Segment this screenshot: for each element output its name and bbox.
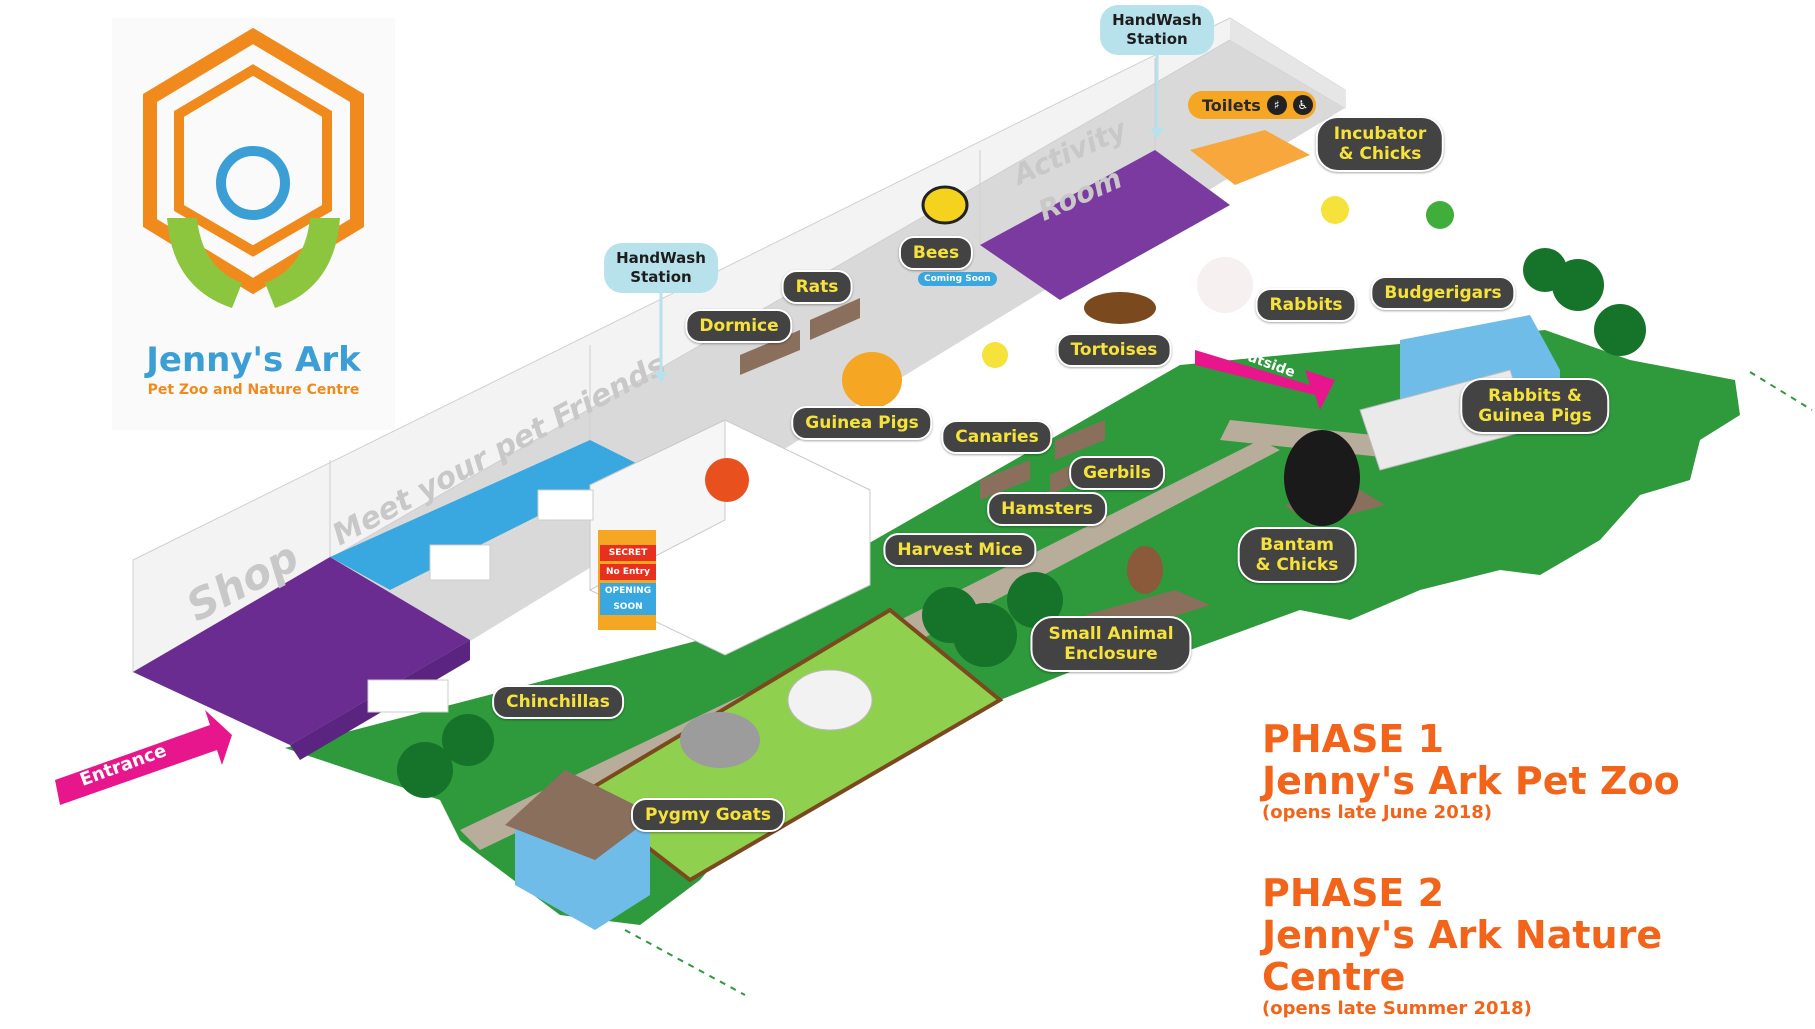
walkway [900,440,1280,640]
meet-room-floor [330,440,640,590]
rabbit-icon [1197,257,1253,313]
phase-2-note: (opens late Summer 2018) [1262,998,1532,1019]
label-chinchillas: Chinchillas [492,685,624,719]
label-rabbits-guinea-pigs: Rabbits & Guinea Pigs [1460,378,1610,434]
label-pygmy-goats: Pygmy Goats [630,798,786,832]
secret-line1: SECRET [600,545,656,561]
logo-card: Jenny's Ark Pet Zoo and Nature Centre [112,18,395,430]
label-rabbits: Rabbits [1255,288,1357,322]
snake-icon [705,458,749,502]
label-tortoises: Tortoises [1056,333,1172,367]
budgie-icon [1426,201,1454,229]
logo-title: Jenny's Ark [146,340,361,380]
phase-1-block: PHASE 1 Jenny's Ark Pet Zoo (opens late … [1262,718,1680,824]
chick-icon [1321,196,1349,224]
accessible-icon: ♿ [1292,95,1313,115]
label-bees: Bees [898,236,974,270]
activity-room-floor [980,150,1230,300]
canary-icon [982,342,1008,368]
toilets-floor [1190,130,1310,185]
label-dormice: Dormice [685,309,793,343]
secret-line3: OPENING SOON [600,583,656,615]
toilets-icon: ♯ [1266,95,1287,115]
label-incubator-line2: & Chicks [1338,144,1422,164]
entrance-arrow-shape [55,710,232,805]
shop-floor [133,557,470,745]
guinea-pig-icon [842,352,902,408]
label-incubator-line1: Incubator [1333,124,1427,144]
label-rats: Rats [781,270,853,304]
label-budgerigars: Budgerigars [1370,276,1516,310]
phase-2-block: PHASE 2 Jenny's Ark Nature Centre (opens… [1262,872,1815,1020]
label-gerbils: Gerbils [1069,456,1165,490]
phase-2-title: PHASE 2 [1262,871,1445,915]
label-bantam-line2: & Chicks [1255,555,1339,575]
toilets-label: Toilets ♯ ♿ [1188,91,1316,119]
goat-grey-icon [680,712,760,768]
label-small-line2: Enclosure [1064,644,1158,664]
handwash-line2: Station [630,268,692,286]
label-canaries: Canaries [941,420,1053,454]
hamster-icon [1127,546,1163,594]
logo-hex-icon [143,27,364,308]
label-harvest-mice: Harvest Mice [883,533,1037,567]
phase-1-title: PHASE 1 [1262,717,1445,761]
handwash-station-label: HandWash Station [604,243,718,293]
chicken-icon [1284,430,1360,526]
handwash-station-label: HandWash Station [1100,5,1214,55]
logo-subtitle: Pet Zoo and Nature Centre [147,382,360,398]
secret-door-sign: SECRET No Entry OPENING SOON [600,545,656,615]
bee-icon [921,185,969,225]
label-small-line1: Small Animal [1048,624,1174,644]
bees-coming-soon-badge: Coming Soon [918,272,997,286]
secret-line2: No Entry [600,564,656,580]
handwash-line1: HandWash [616,249,706,267]
phase-1-name: Jenny's Ark Pet Zoo [1262,759,1680,803]
label-incubator-chicks: Incubator & Chicks [1315,116,1445,172]
label-rabbits-gp-line2: Guinea Pigs [1478,406,1592,426]
phase-1-note: (opens late June 2018) [1262,802,1493,823]
label-small-animal-enclosure: Small Animal Enclosure [1030,616,1192,672]
handwash-line2: Station [1126,30,1188,48]
label-bantam-chicks: Bantam & Chicks [1237,527,1357,583]
outside-arrow-shape [1195,350,1335,410]
phase-2-name: Jenny's Ark Nature Centre [1262,913,1663,999]
goat-white-icon [787,669,873,731]
toilets-text: Toilets [1202,95,1261,115]
label-hamsters: Hamsters [987,492,1107,526]
label-guinea-pigs: Guinea Pigs [791,406,933,440]
tortoise-icon [1084,292,1156,324]
handwash-line1: HandWash [1112,11,1202,29]
label-rabbits-gp-line1: Rabbits & [1488,386,1582,406]
label-bantam-line1: Bantam [1260,535,1334,555]
